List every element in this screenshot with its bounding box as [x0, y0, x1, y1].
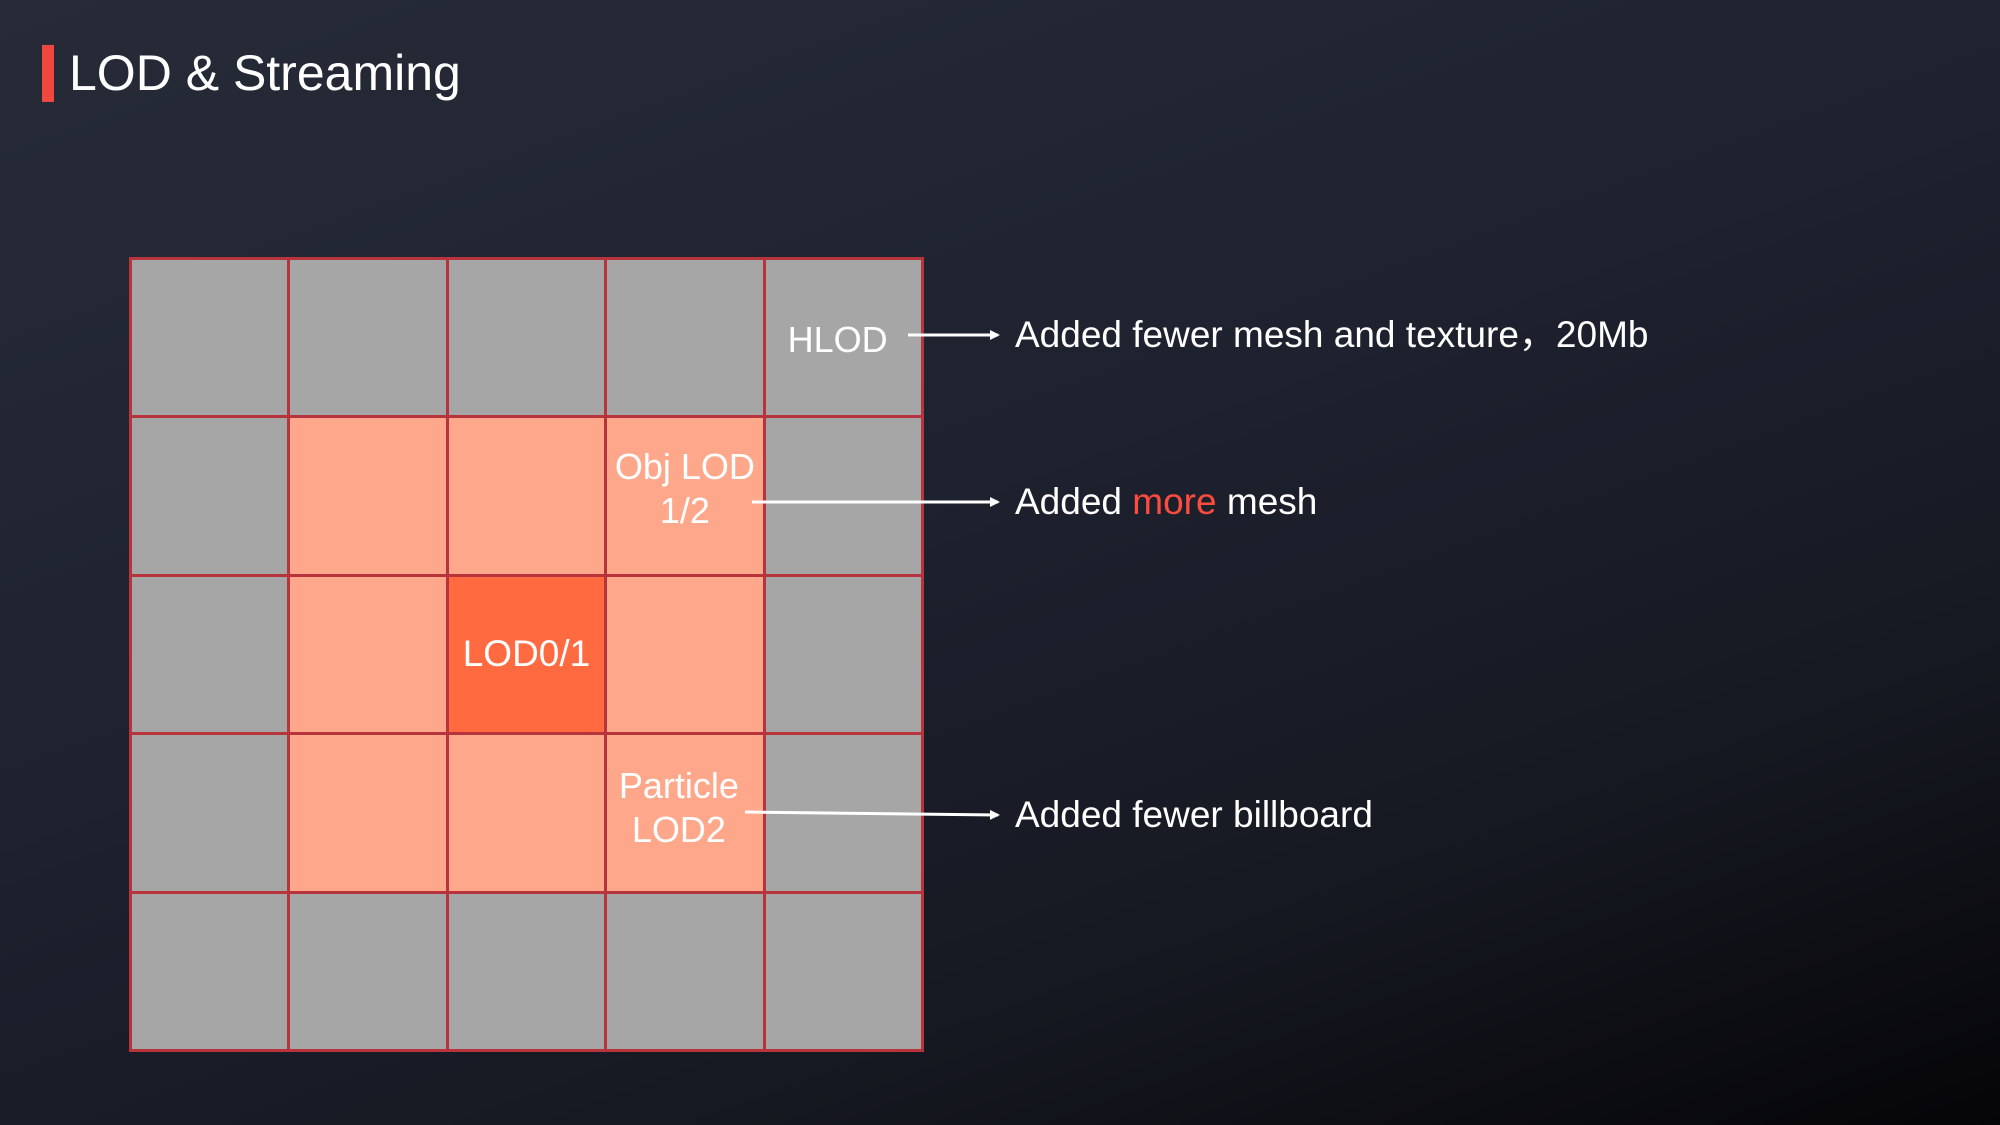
grid-cell-hlod: HLOD: [765, 260, 921, 416]
grid-cell-mid: [448, 735, 605, 891]
obj-lod-label: Obj LOD 1/2: [614, 445, 755, 531]
grid-cell-outer: [132, 735, 288, 891]
grid-cell-mid: [290, 576, 446, 733]
grid-cell-outer: [132, 893, 288, 1049]
grid-cell-outer: [132, 418, 288, 574]
grid-cell-outer: [765, 418, 921, 574]
title-accent-bar: [42, 45, 54, 102]
obj-lod-note-highlight: more: [1132, 481, 1217, 522]
obj-lod-note-suffix: mesh: [1216, 481, 1318, 522]
grid-cell-outer: [290, 893, 446, 1049]
grid-cell-outer: [765, 893, 921, 1049]
lod-grid: HLOD Obj LOD 1/2 LOD0/1 Particle LOD2: [129, 257, 924, 1052]
hlod-note: Added fewer mesh and texture，20Mb: [1015, 314, 1649, 355]
grid-cell-outer: [132, 260, 288, 416]
particle-lod-label: Particle LOD2: [618, 764, 739, 850]
grid-cell-mid: [448, 418, 605, 574]
core-lod-label: LOD0/1: [462, 633, 591, 675]
grid-cell-outer: [607, 893, 763, 1049]
obj-lod-note: Added more mesh: [1015, 480, 1317, 524]
grid-cell-outer: [607, 260, 763, 416]
grid-cell-mid: [290, 418, 446, 574]
grid-cell-outer: [132, 576, 288, 733]
grid-cell-particle-lod: Particle LOD2: [607, 735, 763, 891]
grid-cell-mid: [290, 735, 446, 891]
grid-cell-outer: [765, 735, 921, 891]
grid-cell-obj-lod: Obj LOD 1/2: [607, 418, 763, 574]
grid-cell-outer: [765, 576, 921, 733]
particle-lod-note: Added fewer billboard: [1015, 794, 1373, 835]
obj-lod-note-prefix: Added: [1015, 481, 1133, 522]
slide-title: LOD & Streaming: [69, 45, 461, 101]
grid-cell-outer: [448, 893, 605, 1049]
grid-cell-mid: [607, 576, 763, 733]
hlod-label: HLOD: [787, 319, 888, 360]
grid-cell-outer: [448, 260, 605, 416]
grid-cell-core: LOD0/1: [448, 576, 605, 733]
grid-cell-outer: [290, 260, 446, 416]
